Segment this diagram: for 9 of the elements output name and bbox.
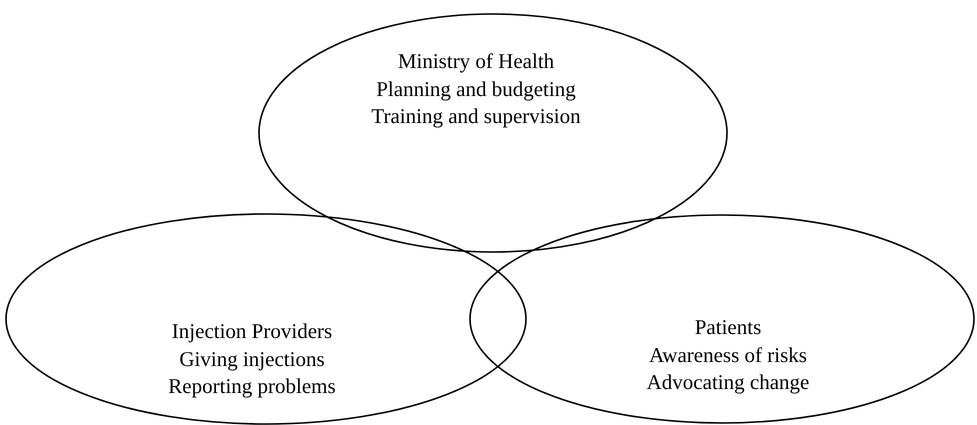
role-text: Advocating change: [646, 369, 810, 396]
group-heading: Ministry of Health: [398, 48, 554, 75]
role-text: Planning and budgeting: [376, 76, 576, 102]
group-heading: Injection Providers: [172, 318, 332, 345]
role-text: Training and supervision: [371, 103, 581, 130]
role-text: Awareness of risks: [649, 342, 807, 368]
role-text: Giving injections: [179, 346, 325, 372]
group-heading: Patients: [694, 314, 762, 341]
role-text: Reporting problems: [168, 373, 336, 400]
